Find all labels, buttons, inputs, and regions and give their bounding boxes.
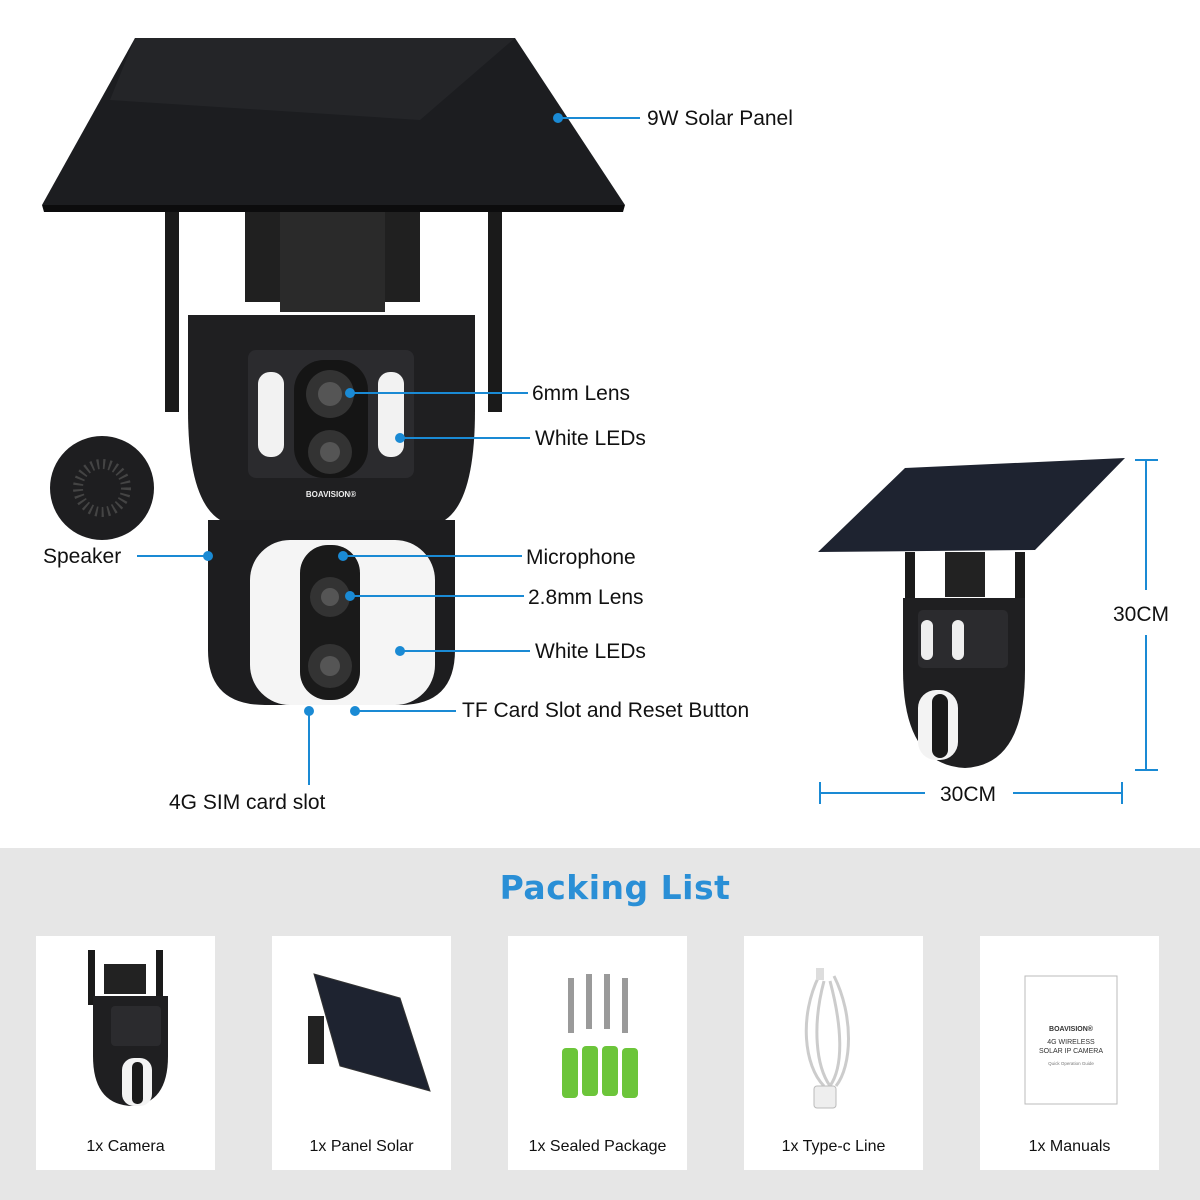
label-solar-panel: 9W Solar Panel	[647, 107, 793, 130]
label-speaker: Speaker	[43, 545, 121, 568]
dimension-lines	[819, 459, 1158, 804]
camera-body: BOAVISION®	[188, 315, 475, 705]
label-sim-slot: 4G SIM card slot	[169, 791, 326, 814]
manual-line2: SOLAR IP CAMERA	[1039, 1048, 1103, 1055]
callout-lines	[137, 113, 640, 785]
label-white-leds-top: White LEDs	[535, 427, 646, 450]
product-small-view	[818, 458, 1125, 768]
label-white-leds-bottom: White LEDs	[535, 640, 646, 663]
packing-item-type-c-line: 1x Type-c Line	[744, 936, 923, 1170]
item-label: 1x Sealed Package	[528, 1138, 667, 1155]
label-tf-slot: TF Card Slot and Reset Button	[462, 699, 749, 722]
cable-image	[804, 968, 850, 1109]
item-label: 1x Type-c Line	[781, 1138, 886, 1155]
height-dimension: 30CM	[1113, 603, 1169, 626]
manual-brand: BOAVISION®	[1049, 1025, 1094, 1033]
item-label: 1x Camera	[86, 1138, 165, 1155]
packing-item-camera: 1x Camera	[36, 936, 215, 1170]
solar-panel-image	[308, 973, 431, 1092]
manual-line3: Quick Operation Guide	[1048, 1061, 1094, 1066]
camera-image	[88, 950, 168, 1106]
manual-line1: 4G WIRELESS	[1047, 1039, 1095, 1046]
solar-panel	[42, 38, 625, 212]
packing-item-sealed-package: 1x Sealed Package	[508, 936, 687, 1170]
packing-item-manuals: BOAVISION® 4G WIRELESS SOLAR IP CAMERA Q…	[980, 936, 1159, 1170]
brand-logo: BOAVISION®	[306, 490, 356, 499]
label-6mm-lens: 6mm Lens	[532, 382, 630, 405]
packing-list-title: Packing List	[499, 868, 731, 907]
width-dimension: 30CM	[940, 783, 996, 806]
screws-anchors-image	[562, 974, 638, 1098]
item-label: 1x Manuals	[1028, 1138, 1111, 1155]
bracket-right	[488, 212, 502, 412]
manual-image: BOAVISION® 4G WIRELESS SOLAR IP CAMERA Q…	[1024, 975, 1118, 1105]
packing-list-section: Packing List 1x Camera 1x Panel Solar 1x…	[0, 848, 1200, 1200]
packing-item-solar-panel: 1x Panel Solar	[272, 936, 451, 1170]
product-diagram: BOAVISION® 9W Solar Panel 6mm Lens White…	[42, 38, 1169, 814]
label-2-8mm-lens: 2.8mm Lens	[528, 586, 644, 609]
label-microphone: Microphone	[526, 546, 636, 569]
speaker-closeup	[50, 436, 154, 540]
bracket-left	[165, 212, 179, 412]
item-label: 1x Panel Solar	[309, 1138, 414, 1155]
